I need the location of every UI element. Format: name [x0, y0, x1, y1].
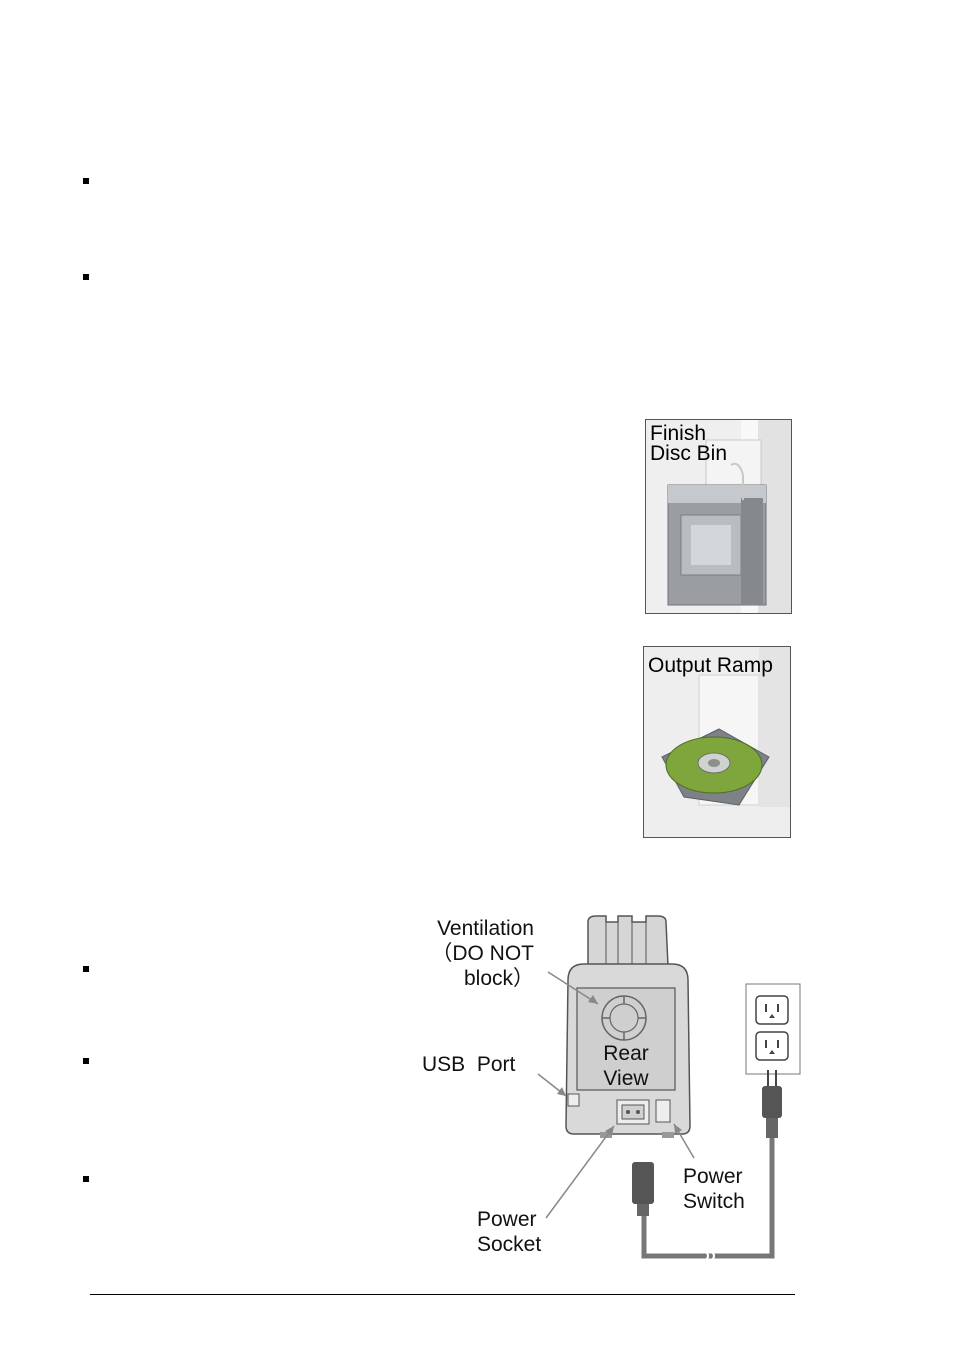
- output-ramp-illustration: [644, 647, 790, 837]
- finish-disc-bin-illustration: [646, 420, 791, 613]
- bullet-marker-2: [83, 274, 89, 280]
- ventilation-label: Ventilation （DO NOT block）: [431, 917, 534, 990]
- output-ramp-photo: Output Ramp: [643, 646, 791, 838]
- power-socket-label: Power Socket: [477, 1208, 542, 1256]
- power-switch-label: Power Switch: [683, 1165, 745, 1213]
- bullet-marker-4: [83, 1058, 89, 1064]
- rear-view-label: Rear View: [603, 1042, 649, 1090]
- output-ramp-label: Output Ramp: [648, 654, 773, 677]
- bullet-marker-1: [83, 178, 89, 184]
- finish-disc-bin-photo: Finish Disc Bin: [645, 419, 792, 614]
- finish-disc-bin-label: Finish Disc Bin: [650, 422, 728, 465]
- usb-port-label: USB Port: [422, 1053, 516, 1076]
- footer-divider: [90, 1294, 795, 1295]
- bullet-marker-5: [83, 1176, 89, 1182]
- rear-view-diagram: Ventilation （DO NOT block） USB Port Rear…: [400, 900, 820, 1280]
- bullet-marker-3: [83, 966, 89, 972]
- rear-view-line-drawing: [537, 915, 801, 1261]
